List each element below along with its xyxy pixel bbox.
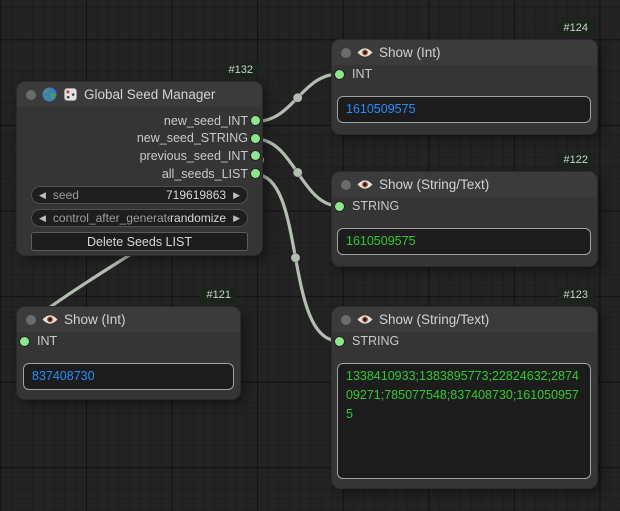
input-slot-label: STRING xyxy=(352,334,400,348)
collapse-toggle[interactable] xyxy=(341,179,351,190)
output-slot-label: new_seed_INT xyxy=(163,113,248,128)
input-slot-int: INT xyxy=(20,333,57,349)
output-slot-dot[interactable] xyxy=(251,116,260,126)
link-midpoint-dot[interactable] xyxy=(292,167,303,178)
node-id-badge: #121 xyxy=(200,288,237,303)
collapse-toggle[interactable] xyxy=(341,47,351,58)
node-show-int-121[interactable]: #121 Show (Int) INT 837408730 xyxy=(17,288,240,399)
node-title-bar[interactable]: Show (Int) xyxy=(332,40,597,65)
node-show-string-123[interactable]: #123 Show (String/Text) STRING 133841093… xyxy=(332,288,597,488)
node-title: Show (Int) xyxy=(379,45,441,60)
node-title-bar[interactable]: Show (String/Text) xyxy=(332,172,597,197)
input-slot-dot[interactable] xyxy=(335,336,344,346)
eye-icon xyxy=(42,315,58,324)
node-title: Show (String/Text) xyxy=(379,177,490,192)
input-slot-dot[interactable] xyxy=(335,201,344,211)
input-slot-string: STRING xyxy=(335,198,399,214)
eye-icon xyxy=(357,315,373,324)
node-show-string-122[interactable]: #122 Show (String/Text) STRING 161050957… xyxy=(332,153,597,266)
node-title-bar[interactable]: Global Seed Manager xyxy=(17,82,262,107)
output-slots: new_seed_INT new_seed_STRING previous_se… xyxy=(17,107,262,182)
widget-label: seed xyxy=(52,188,79,203)
link-midpoint-dot[interactable] xyxy=(292,92,303,103)
output-slot-dot[interactable] xyxy=(251,169,260,179)
output-slot-new-seed-int: new_seed_INT xyxy=(17,112,262,130)
node-global-seed-manager[interactable]: #132 Global Seed Manager new_seed_INT ne… xyxy=(17,63,262,255)
collapse-toggle[interactable] xyxy=(26,314,36,325)
control-after-generate-widget[interactable]: ◀ control_after_generate randomize ▶ xyxy=(31,209,248,228)
eye-icon xyxy=(357,48,373,57)
output-slot-new-seed-string: new_seed_STRING xyxy=(17,130,262,148)
node-show-int-124[interactable]: #124 Show (Int) INT 1610509575 xyxy=(332,21,597,134)
string-value-display[interactable]: 1610509575 xyxy=(337,228,591,255)
input-slot-dot[interactable] xyxy=(335,69,344,79)
input-slot-int: INT xyxy=(335,66,372,82)
node-title: Show (String/Text) xyxy=(379,312,490,327)
output-slot-label: new_seed_STRING xyxy=(136,131,248,146)
decrement-arrow-icon[interactable]: ◀ xyxy=(39,189,46,200)
collapse-toggle[interactable] xyxy=(26,89,36,100)
widget-value: randomize xyxy=(170,211,227,226)
collapse-toggle[interactable] xyxy=(341,314,351,325)
decrement-arrow-icon[interactable]: ◀ xyxy=(39,212,46,223)
dice-icon xyxy=(64,88,77,101)
node-title-bar[interactable]: Show (Int) xyxy=(17,307,240,332)
node-title-bar[interactable]: Show (String/Text) xyxy=(332,307,597,332)
widget-label: control_after_generate xyxy=(52,211,171,226)
int-value-display[interactable]: 1610509575 xyxy=(337,96,591,123)
input-slot-label: INT xyxy=(352,67,373,81)
node-title: Show (Int) xyxy=(64,312,126,327)
output-slot-all-seeds-list: all_seeds_LIST xyxy=(17,165,262,183)
node-id-badge: #124 xyxy=(557,21,594,36)
string-value-display[interactable]: 1338410933;1383895773;22824632;287409271… xyxy=(337,363,591,479)
node-id-badge: #122 xyxy=(557,153,594,168)
output-slot-label: all_seeds_LIST xyxy=(161,166,248,181)
input-slot-label: INT xyxy=(37,334,58,348)
link-midpoint-dot[interactable] xyxy=(290,252,301,263)
node-id-badge: #123 xyxy=(557,288,594,303)
int-value-display[interactable]: 837408730 xyxy=(23,363,234,390)
input-slot-dot[interactable] xyxy=(20,336,29,346)
output-slot-dot[interactable] xyxy=(251,133,260,143)
increment-arrow-icon[interactable]: ▶ xyxy=(233,189,240,200)
output-slot-label: previous_seed_INT xyxy=(139,148,248,163)
globe-icon xyxy=(42,87,57,102)
widget-value: 719619863 xyxy=(166,188,227,203)
increment-arrow-icon[interactable]: ▶ xyxy=(233,212,240,223)
input-slot-string: STRING xyxy=(335,333,399,349)
node-title: Global Seed Manager xyxy=(84,87,216,102)
node-id-badge: #132 xyxy=(222,63,259,78)
seed-widget[interactable]: ◀ seed 719619863 ▶ xyxy=(31,186,248,205)
eye-icon xyxy=(357,180,373,189)
output-slot-dot[interactable] xyxy=(251,151,260,161)
input-slot-label: STRING xyxy=(352,199,400,213)
delete-seeds-list-button[interactable]: Delete Seeds LIST xyxy=(31,232,248,252)
output-slot-previous-seed-int: previous_seed_INT xyxy=(17,147,262,165)
